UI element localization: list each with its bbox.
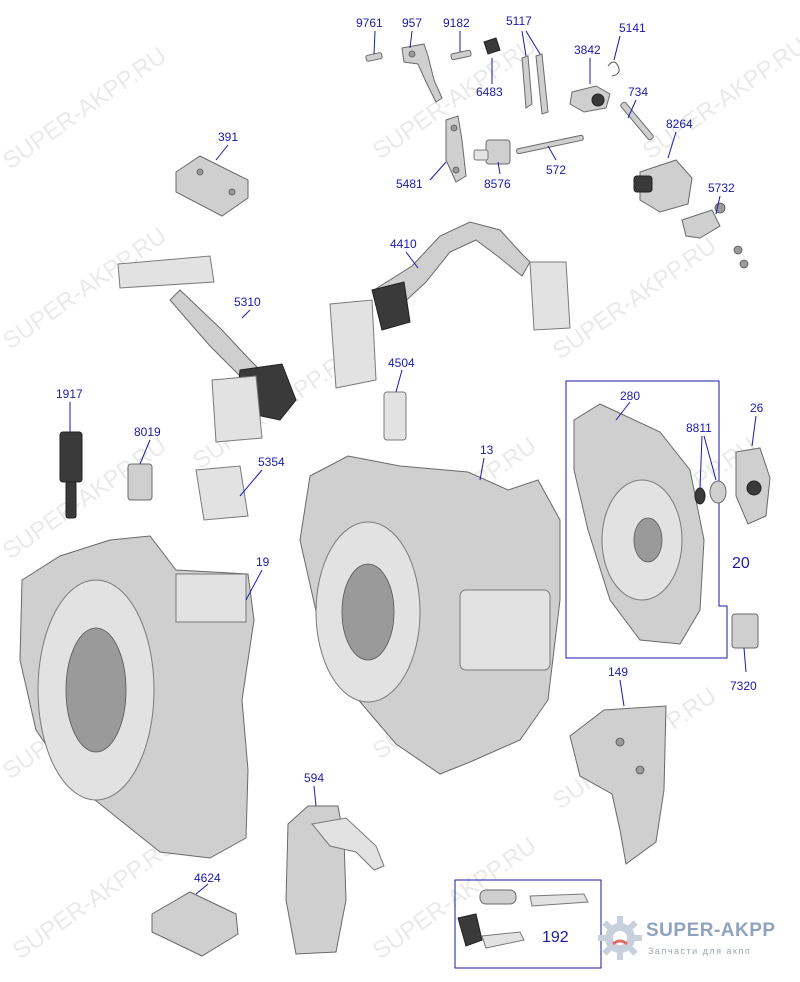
callout-9182: 9182 (443, 16, 470, 30)
callout-13: 13 (480, 443, 494, 457)
callout-4504: 4504 (388, 356, 415, 370)
part-5481-plate (445, 115, 467, 183)
watermark: SUPER-AKPP.RU (8, 832, 182, 965)
part-8811-seals (694, 480, 727, 505)
part-8576-valve (473, 139, 511, 165)
part-734-shaft (620, 101, 654, 141)
part-9182-pin (450, 49, 472, 61)
watermark: SUPER-AKPP.RU (0, 222, 171, 355)
watermark: SUPER-AKPP.RU (638, 32, 800, 165)
part-5354-bracket (195, 465, 249, 521)
part-26-pump (735, 447, 771, 525)
callout-957: 957 (402, 16, 422, 30)
group-box-20 (565, 380, 728, 659)
callout-5117: 5117 (506, 14, 532, 28)
callout-280: 280 (620, 389, 640, 403)
part-13-transmission-case (299, 455, 561, 775)
callout-734: 734 (628, 85, 648, 99)
callout-594: 594 (304, 771, 324, 785)
callout-8019: 8019 (134, 425, 161, 439)
callout-3842: 3842 (574, 43, 601, 57)
callout-5141: 5141 (619, 21, 646, 35)
part-280-cover (573, 403, 705, 645)
group-box-192 (454, 879, 602, 969)
callout-149: 149 (608, 665, 628, 679)
callout-572: 572 (546, 163, 566, 177)
part-6483-spring (483, 37, 501, 55)
callout-5354: 5354 (258, 455, 285, 469)
part-19-converter-housing (19, 535, 255, 859)
part-594-cover (285, 805, 385, 955)
part-149-plate (569, 705, 667, 865)
part-8264-sensor (633, 159, 693, 213)
watermark: SUPER-AKPP.RU (548, 232, 722, 365)
callout-5732: 5732 (708, 181, 735, 195)
leader-lines (69, 30, 757, 895)
callout-19: 19 (256, 555, 270, 569)
part-4504-connector (383, 391, 407, 441)
watermark: SUPER-AKPP.RU (0, 42, 171, 175)
part-9761-pin (365, 52, 383, 62)
callout-4410: 4410 (390, 237, 417, 251)
callout-5310: 5310 (234, 295, 261, 309)
part-957-lever (401, 43, 443, 103)
gear-icon (598, 916, 642, 960)
callout-8264: 8264 (666, 117, 693, 131)
callout-7320: 7320 (730, 679, 757, 693)
part-5141-clip (607, 61, 620, 77)
callout-labels: 9761 957 9182 5117 5141 6483 3842 734 39… (56, 14, 764, 946)
part-572-rod (515, 134, 584, 155)
part-5310-harness (117, 255, 297, 443)
callout-4624: 4624 (194, 871, 221, 885)
callout-8576: 8576 (484, 177, 511, 191)
callout-9761: 9761 (356, 16, 383, 30)
part-1917-sensor (59, 431, 83, 519)
brand-name: SUPER-AKPP (646, 920, 776, 941)
part-5117-detent (521, 53, 549, 115)
callout-8811: 8811 (686, 421, 712, 435)
part-391-plate (175, 155, 249, 217)
callout-26: 26 (750, 401, 764, 415)
part-4624-pan (151, 891, 239, 957)
callout-20: 20 (732, 555, 750, 572)
callout-6483: 6483 (476, 85, 503, 99)
part-3842-selector (569, 85, 611, 113)
callout-391: 391 (218, 130, 238, 144)
brand-logo: SUPER-AKPP Запчасти для акпп (596, 914, 796, 974)
part-8019-sensor (127, 463, 153, 501)
part-5732-lever (681, 202, 749, 269)
part-7320-connector (731, 613, 759, 649)
callout-192: 192 (542, 929, 569, 946)
part-192-tubes (457, 889, 589, 949)
brand-tagline: Запчасти для акпп (648, 946, 752, 956)
callout-5481: 5481 (396, 177, 423, 191)
callout-1917: 1917 (56, 387, 83, 401)
part-4410-harness (329, 221, 571, 389)
